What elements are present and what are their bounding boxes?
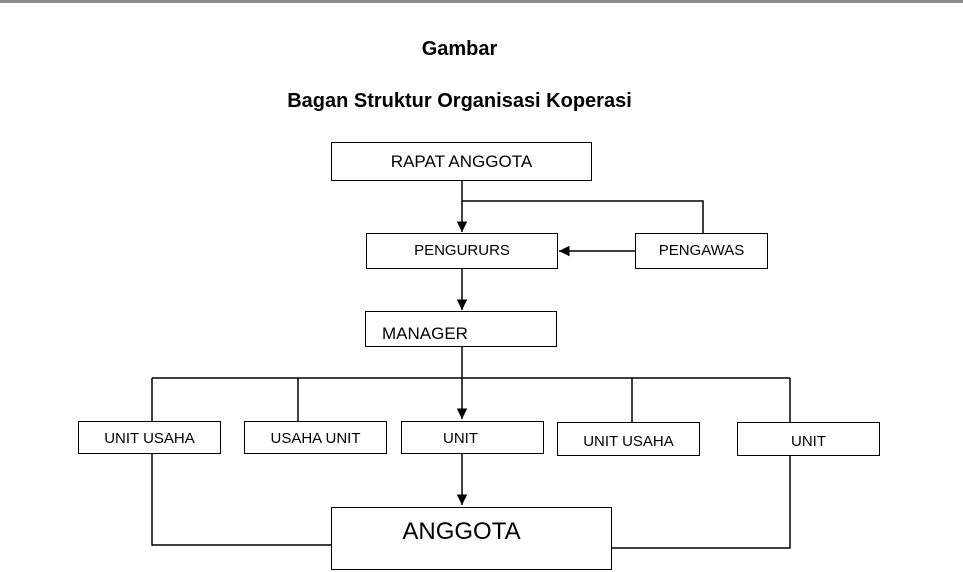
node-unit-right: UNIT <box>737 422 880 456</box>
heading-gambar: Gambar <box>421 38 498 60</box>
node-rapat-anggota: RAPAT ANGGOTA <box>331 142 592 181</box>
node-manager: MANAGER <box>365 311 557 347</box>
node-usaha-unit: USAHA UNIT <box>244 421 387 454</box>
edge-left-unit-anggota <box>151 454 331 546</box>
edge-right-unit-anggota <box>612 456 791 549</box>
chart-title: Bagan Struktur Organisasi Koperasi <box>287 90 632 112</box>
window-top-border <box>0 0 963 3</box>
node-pengurus: PENGURURS <box>366 233 558 269</box>
node-unit-usaha-1: UNIT USAHA <box>78 421 221 454</box>
node-anggota: ANGGOTA <box>331 507 612 570</box>
node-unit-usaha-2: UNIT USAHA <box>557 422 700 456</box>
edge-rapat-pengawas <box>462 200 704 233</box>
node-unit-center: UNIT <box>401 421 544 454</box>
node-pengawas: PENGAWAS <box>635 233 768 269</box>
